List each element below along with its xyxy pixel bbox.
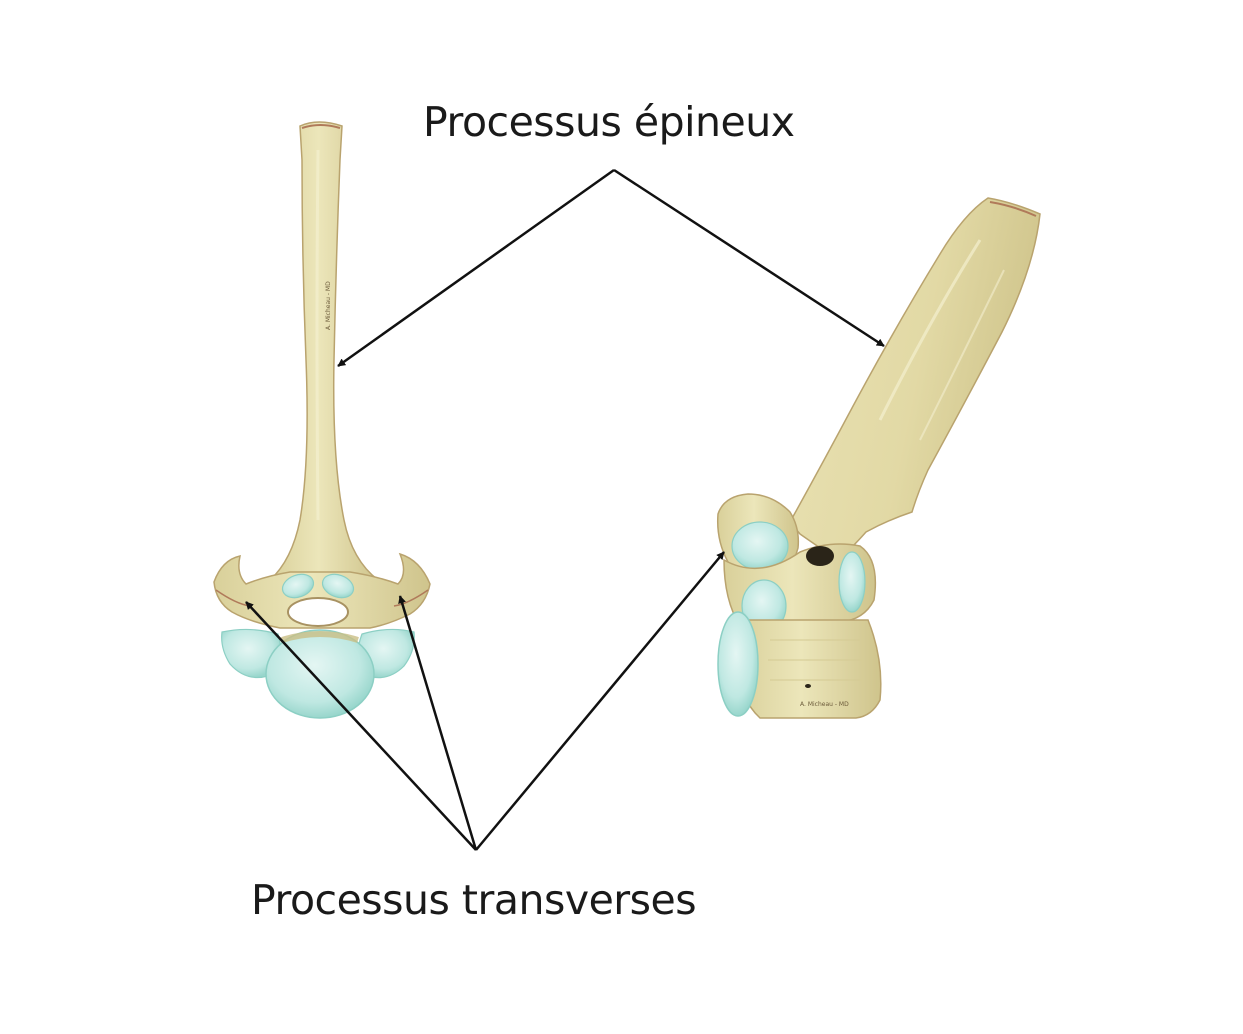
label-transverse-processes: Processus transverses [251, 876, 697, 924]
arrow-transverse-mid [398, 595, 478, 851]
arrow-spinous-left [337, 168, 615, 368]
label-spinous-process: Processus épineux [423, 98, 795, 146]
right-vertebra: A. Micheau - MD [716, 197, 1041, 719]
right-spinous-process [789, 197, 1041, 561]
right-nutrient-foramen [805, 684, 811, 688]
arrow-transverse-right [475, 551, 725, 851]
arrow-spinous-right [613, 168, 885, 348]
right-credit: A. Micheau - MD [800, 701, 849, 708]
right-intervertebral-foramen [806, 546, 834, 566]
arrows [245, 168, 885, 851]
left-vertebra: A. Micheau - MD [213, 121, 431, 719]
right-body-end-plate [717, 611, 759, 717]
left-facet-left [281, 573, 315, 599]
left-vertebral-foramen [287, 597, 349, 627]
right-caudal-facet [838, 551, 866, 613]
left-facet-right [321, 573, 355, 599]
left-credit: A. Micheau - MD [325, 281, 332, 330]
arrow-transverse-left [245, 601, 477, 851]
left-spinous-process [268, 121, 381, 581]
left-vertebral-body [265, 629, 375, 719]
